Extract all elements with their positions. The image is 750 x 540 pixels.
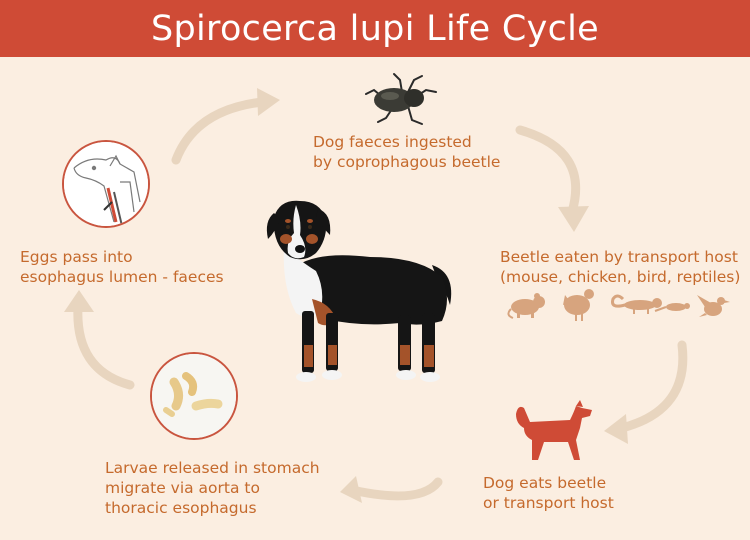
chicken-icon [563,289,594,321]
mouse-icon [507,293,545,319]
arrowhead-3 [604,414,628,444]
arrowhead-1 [257,88,280,116]
stage-dog-eats-line1: Dog eats beetle [483,474,607,492]
dog-silhouette-icon [516,400,592,460]
stage-eggs-line2: esophagus lumen - faeces [20,268,224,286]
stage-larvae-line1: Larvae released in stomach [105,459,320,477]
dog-neck-sketch [62,140,150,228]
bird-icon [697,295,730,317]
larvae-photo-icon [152,354,236,438]
arrow-eggs-to-beetle [171,97,267,165]
stage-beetle-line1: Dog faeces ingested [313,133,472,151]
arrowhead-5 [64,290,94,312]
stage-beetle-label: Dog faeces ingested by coprophagous beet… [313,132,500,172]
stage-transport-line1: Beetle eaten by transport host [500,248,738,266]
title-banner: Spirocerca lupi Life Cycle [0,0,750,57]
beetle-icon [365,73,437,125]
stage-eggs-label: Eggs pass into esophagus lumen - faeces [20,247,224,287]
stage-eggs-line1: Eggs pass into [20,248,133,266]
stage-beetle-line2: by coprophagous beetle [313,153,501,171]
arrow-larvae-to-eggs [73,302,135,390]
stage-larvae-line2: migrate via aorta to [105,479,260,497]
larvae-photo [150,352,238,440]
arrow-beetle-to-transport [515,125,581,217]
stage-larvae-label: Larvae released in stomach migrate via a… [105,458,320,518]
arrow-dog-to-larvae [347,477,443,501]
arrowhead-2 [558,206,589,232]
stage-dog-eats-line2: or transport host [483,494,614,512]
dog-photo-icon [266,200,452,382]
stage-transport-line2: (mouse, chicken, bird, reptiles) [500,268,741,286]
stage-transport-label: Beetle eaten by transport host (mouse, c… [500,247,740,287]
lizard-icon [611,294,662,314]
stage-dog-eats-label: Dog eats beetle or transport host [483,473,614,513]
stage-larvae-line3: thoracic esophagus [105,499,257,517]
arrow-transport-to-dog [617,340,688,433]
lizard-icon-2 [654,303,690,312]
transport-host-icons [507,289,730,321]
arrowhead-4 [340,476,362,503]
dog-neck-sketch-icon [64,142,148,226]
page-title: Spirocerca lupi Life Cycle [150,8,600,49]
